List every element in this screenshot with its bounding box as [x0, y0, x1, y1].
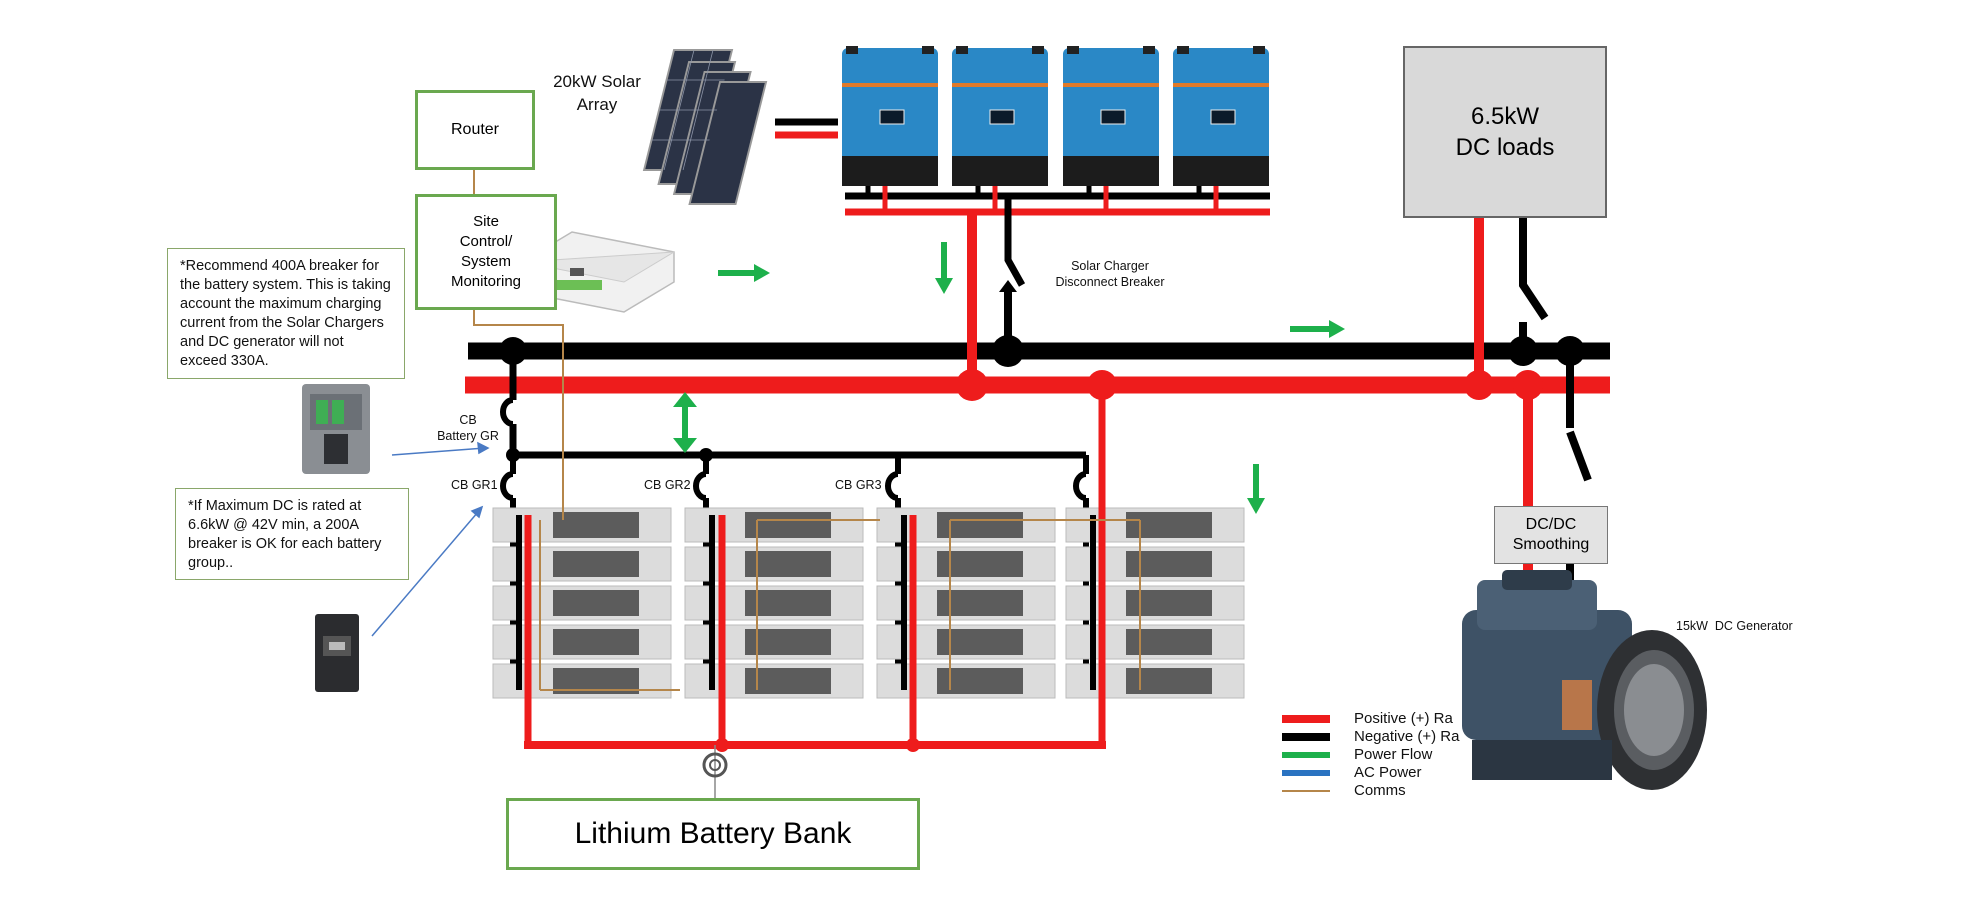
legend-swatch	[1282, 732, 1330, 741]
legend-swatch	[1282, 789, 1330, 792]
legend-item-positive: Positive (+) Ra	[1282, 710, 1453, 727]
small-breaker-icon	[315, 614, 359, 692]
cb-gr2-label: CB GR2	[644, 478, 691, 492]
legend-item-ac-power: AC Power	[1282, 764, 1422, 781]
dc-loads-label: 6.5kW DC loads	[1455, 103, 1555, 161]
solar-array-label: 20kW Solar Array	[553, 72, 641, 114]
cb-battery-gr-label: CB Battery GR	[437, 413, 499, 443]
power-flow-arrows	[673, 242, 1345, 514]
legend-label: Comms	[1354, 782, 1406, 799]
dcdc-smoothing-box: DC/DC Smoothing	[1494, 506, 1608, 564]
legend-item-comms: Comms	[1282, 782, 1406, 799]
cb-gr1-label: CB GR1	[451, 478, 498, 492]
legend-item-power-flow: Power Flow	[1282, 746, 1432, 763]
legend-swatch	[1282, 769, 1330, 776]
solar-charger-icons	[842, 46, 1269, 186]
router-box: Router	[415, 90, 535, 170]
legend-label: Power Flow	[1354, 746, 1433, 763]
dc-loads-box: 6.5kW DC loads	[1403, 46, 1607, 218]
generator-label: 15kW DC Generator	[1676, 619, 1793, 633]
legend-item-negative: Negative (+) Ra	[1282, 728, 1459, 745]
legend-swatch	[1282, 714, 1330, 723]
legend-label: AC Power	[1354, 764, 1422, 781]
legend-label: Positive (+) Ra	[1354, 710, 1453, 727]
note-400a-breaker: *Recommend 400A breaker for the battery …	[167, 248, 405, 379]
battery-bank-box: Lithium Battery Bank	[506, 798, 920, 870]
controller-device-icon	[521, 231, 675, 313]
large-breaker-icon	[302, 384, 370, 474]
battery-bank-label: Lithium Battery Bank	[574, 817, 852, 850]
legend-label: Negative (+) Ra	[1354, 728, 1460, 745]
site-control-box: Site Control/ System Monitoring	[415, 194, 557, 310]
battery-module-icons	[492, 507, 1245, 699]
generator-icon	[1462, 570, 1707, 790]
site-control-label: Site Control/ System Monitoring	[450, 213, 522, 290]
solar-breaker-label: Solar Charger Disconnect Breaker	[1055, 259, 1165, 289]
legend-swatch	[1282, 751, 1330, 758]
dcdc-smoothing-label: DC/DC Smoothing	[1512, 516, 1590, 553]
note-200a-breaker: *If Maximum DC is rated at 6.6kW @ 42V m…	[175, 488, 409, 580]
cb-gr3-label: CB GR3	[835, 478, 882, 492]
solar-panel-icon	[642, 49, 768, 205]
router-label: Router	[450, 121, 500, 138]
